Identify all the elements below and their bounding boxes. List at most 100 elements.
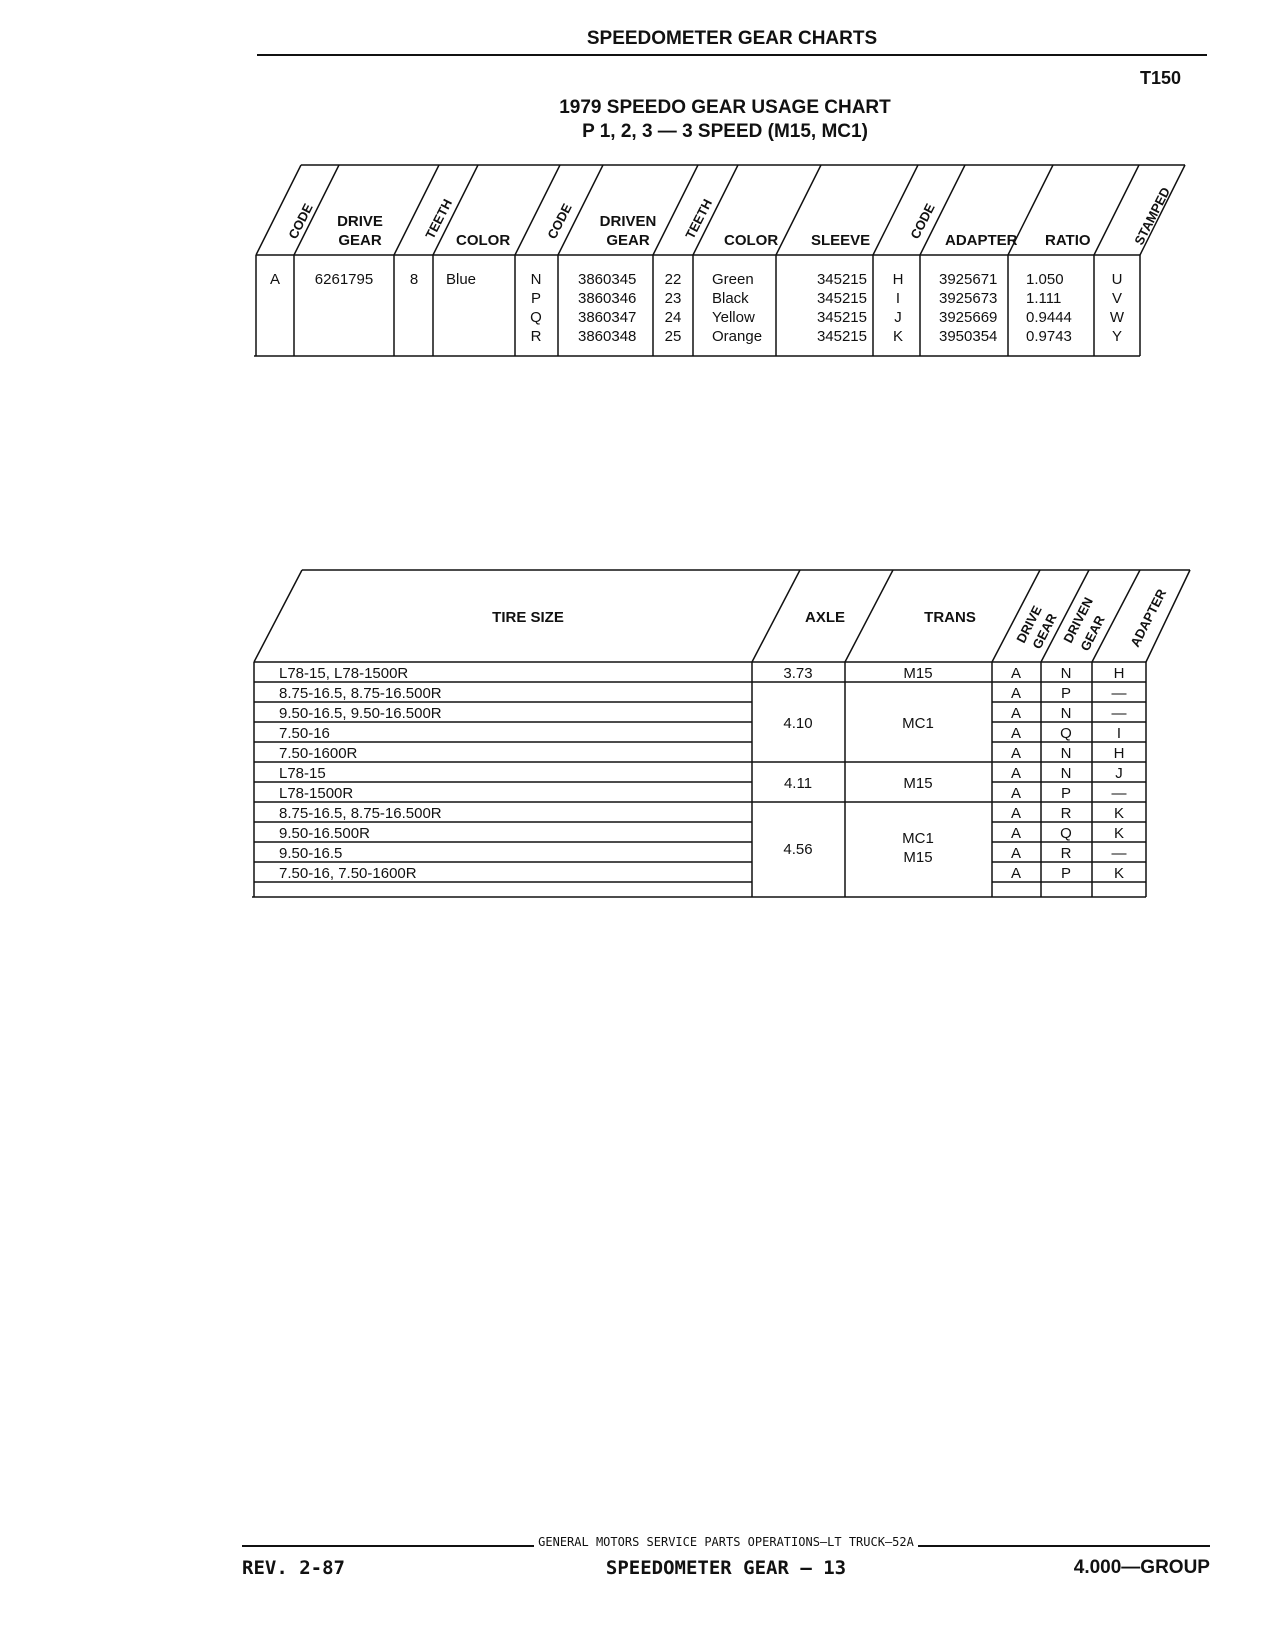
row-sleeve: 345215 — [817, 328, 867, 345]
row-adapter: 3925673 — [939, 290, 997, 307]
usage-table: CODE DRIVE GEAR TEETH COLOR CODE DRIVEN … — [254, 164, 1186, 357]
drive-gear-cell: A — [1011, 725, 1021, 742]
drive-code: A — [270, 271, 280, 288]
hdr-code2: CODE — [544, 201, 575, 242]
footer-group: 4.000—GROUP — [1073, 1557, 1210, 1578]
driven-gear-cell: R — [1061, 845, 1072, 862]
tire-size-cell: 7.50-1600R — [279, 745, 358, 762]
adapter-cell: — — [1112, 845, 1127, 862]
footer-rev: REV. 2-87 — [242, 1557, 345, 1579]
drive-gear-cell: A — [1011, 705, 1021, 722]
row-adapter-code: K — [893, 328, 903, 345]
drive-gear-cell: A — [1011, 765, 1021, 782]
driven-gear-cell: Q — [1060, 825, 1072, 842]
hdr-color2: COLOR — [724, 232, 778, 249]
chart-title: 1979 SPEEDO GEAR USAGE CHART — [559, 97, 891, 118]
tire-size-cell: 9.50-16.500R — [279, 825, 370, 842]
tire-size-cell: 7.50-16 — [279, 725, 330, 742]
axle-cell: 4.11 — [784, 775, 812, 792]
driven-gear-cell: N — [1061, 765, 1072, 782]
row-ratio: 0.9444 — [1026, 309, 1072, 326]
row-adapter-code: H — [893, 271, 904, 288]
hdr-drive-gear-1: DRIVE — [337, 213, 383, 230]
row-stamped: U — [1112, 271, 1123, 288]
hdr-tire-size: TIRE SIZE — [492, 609, 564, 626]
tire-size-cell: 7.50-16, 7.50-1600R — [279, 865, 417, 882]
page-title: SPEEDOMETER GEAR CHARTS — [586, 28, 878, 49]
row-color: Black — [712, 290, 749, 307]
usage-rows: N 3860345 22 Green 345215 H 3925671 1.05… — [530, 271, 1125, 345]
adapter-cell: H — [1114, 745, 1125, 762]
row-adapter-code: J — [894, 309, 902, 326]
hdr-sleeve: SLEEVE — [811, 232, 870, 249]
chart-title-block: 1979 SPEEDO GEAR USAGE CHART P 1, 2, 3 —… — [480, 96, 970, 144]
footer-org-text: GENERAL MOTORS SERVICE PARTS OPERATIONS—… — [534, 1535, 918, 1549]
driven-gear-cell: P — [1061, 865, 1071, 882]
row-stamped: V — [1112, 290, 1122, 307]
hdr-teeth1: TEETH — [422, 197, 455, 242]
drive-gear: 6261795 — [315, 271, 373, 288]
adapter-cell: I — [1117, 725, 1121, 742]
hdr-code3: CODE — [907, 201, 938, 242]
tire-rows: L78-15, L78-1500R A N H 8.75-16.5, 8.75-… — [279, 665, 1127, 882]
page-footer: GENERAL MOTORS SERVICE PARTS OPERATIONS—… — [242, 1535, 1210, 1595]
hdr-driven-gear-2: GEAR — [606, 232, 650, 249]
row-teeth: 24 — [665, 309, 682, 326]
drive-gear-cell: A — [1011, 825, 1021, 842]
row-teeth: 25 — [665, 328, 682, 345]
adapter-cell: — — [1112, 685, 1127, 702]
row-sleeve: 345215 — [817, 290, 867, 307]
row-gear: 3860348 — [578, 328, 636, 345]
row-ratio: 1.111 — [1026, 290, 1061, 307]
adapter-cell: — — [1112, 705, 1127, 722]
driven-gear-cell: P — [1061, 685, 1071, 702]
tire-size-cell: L78-15 — [279, 765, 326, 782]
row-stamped: W — [1110, 309, 1125, 326]
trans-cell: MC1 — [902, 830, 934, 847]
axle-cell: 3.73 — [783, 665, 812, 682]
adapter-cell: K — [1114, 805, 1124, 822]
drive-gear-cell: A — [1011, 665, 1021, 682]
drive-gear-cell: A — [1011, 865, 1021, 882]
trans-cell: M15 — [903, 775, 932, 792]
row-code: R — [531, 328, 542, 345]
drive-gear-cell: A — [1011, 845, 1021, 862]
tire-size-cell: 9.50-16.5 — [279, 845, 342, 862]
row-color: Orange — [712, 328, 762, 345]
hdr-driven-gear-1: DRIVEN — [600, 213, 657, 230]
row-adapter: 3925671 — [939, 271, 997, 288]
row-teeth: 22 — [665, 271, 682, 288]
adapter-cell: H — [1114, 665, 1125, 682]
adapter-cell: K — [1114, 825, 1124, 842]
row-adapter: 3950354 — [939, 328, 997, 345]
row-code: P — [531, 290, 541, 307]
drive-gear-cell: A — [1011, 745, 1021, 762]
driven-gear-cell: R — [1061, 805, 1072, 822]
row-code: Q — [530, 309, 542, 326]
drive-gear-cell: A — [1011, 805, 1021, 822]
axle-cell: 4.56 — [783, 841, 812, 858]
hdr-axle: AXLE — [805, 609, 845, 626]
trans-cell-2: M15 — [903, 849, 932, 866]
hdr-trans: TRANS — [924, 609, 976, 626]
trans-cell: MC1 — [902, 715, 934, 732]
tire-table: TIRE SIZE AXLE TRANS DRIVE GEAR DRIVEN G… — [252, 569, 1191, 898]
row-gear: 3860346 — [578, 290, 636, 307]
tire-table-lines — [252, 569, 1191, 898]
axle-cell: 4.10 — [783, 715, 812, 732]
axle-trans-groups: 3.73 M15 4.10 MC1 4.11 M15 4.56 MC1 M15 — [783, 665, 933, 866]
tire-size-cell: L78-15, L78-1500R — [279, 665, 408, 682]
hdr-teeth2: TEETH — [682, 197, 715, 242]
hdr-ratio: RATIO — [1045, 232, 1091, 249]
footer-section: SPEEDOMETER GEAR — 13 — [605, 1557, 847, 1579]
row-adapter: 3925669 — [939, 309, 997, 326]
adapter-cell: — — [1112, 785, 1127, 802]
row-color: Yellow — [712, 309, 755, 326]
hdr-drive-gear-2: GEAR — [338, 232, 382, 249]
page-code: T150 — [1140, 68, 1182, 88]
driven-gear-cell: N — [1061, 745, 1072, 762]
row-teeth: 23 — [665, 290, 682, 307]
tire-size-cell: 9.50-16.5, 9.50-16.500R — [279, 705, 442, 722]
tire-size-cell: 8.75-16.5, 8.75-16.500R — [279, 685, 442, 702]
row-code: N — [531, 271, 542, 288]
